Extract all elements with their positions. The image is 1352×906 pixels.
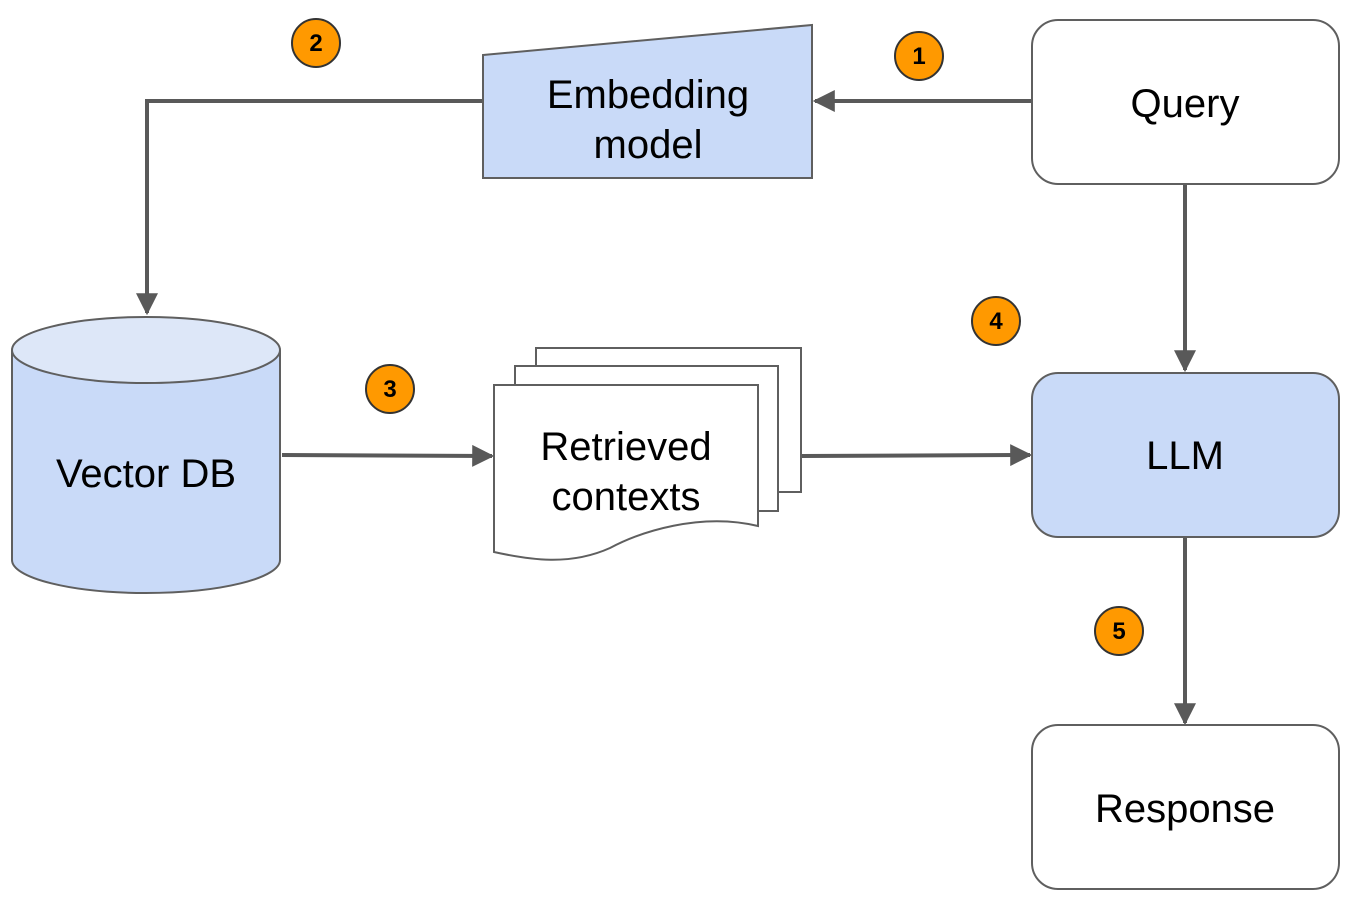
step-badge-3: 3 [365, 364, 415, 414]
llm-label: LLM [1146, 434, 1224, 478]
step-number-4: 4 [989, 308, 1003, 335]
step-number-5: 5 [1112, 618, 1125, 645]
embedding-model-label-line1: Embedding [547, 73, 749, 117]
vector-db-top [11, 316, 281, 384]
step-number-2: 2 [309, 30, 322, 57]
vector-db-label: Vector DB [56, 452, 236, 496]
response-box [1031, 724, 1340, 890]
step-badge-2: 2 [291, 18, 341, 68]
embedding-model-label-line2: model [594, 123, 703, 167]
step-badge-1: 1 [894, 31, 944, 81]
document-page-front [493, 384, 759, 561]
vector-db-body [11, 350, 281, 594]
query-label: Query [1131, 82, 1240, 126]
edge-retrieved-to-llm [801, 444, 1033, 467]
llm-box [1031, 372, 1340, 538]
step-badge-5: 5 [1094, 606, 1144, 656]
retrieved-contexts-label-line2: contexts [552, 475, 701, 519]
query-node: Query [1031, 19, 1340, 185]
step-number-3: 3 [383, 376, 396, 403]
llm-node: LLM [1031, 372, 1340, 538]
embedding-model-shape [482, 23, 813, 179]
response-node: Response [1031, 724, 1340, 890]
retrieved-contexts-node: Retrieved contexts [493, 347, 802, 561]
edge-vector-db-to-retrieved [281, 444, 495, 467]
response-label: Response [1095, 787, 1275, 831]
step-number-1: 1 [912, 43, 925, 70]
embedding-model-node: Embedding model [482, 23, 813, 179]
edge-embedding-to-vector-db [136, 99, 483, 316]
retrieved-contexts-label-line1: Retrieved [540, 425, 711, 469]
step-badge-4: 4 [971, 296, 1021, 346]
query-box [1031, 19, 1340, 185]
vector-db-node: Vector DB [11, 316, 281, 594]
